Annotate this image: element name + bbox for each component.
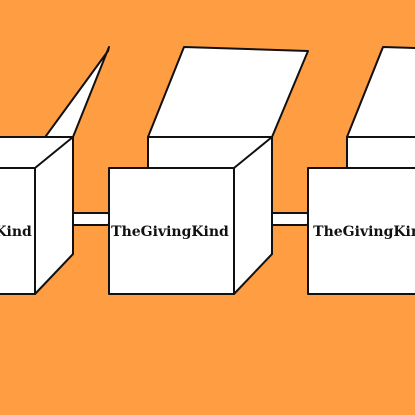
box-front-panel (0, 167, 36, 295)
gift-box-1: TheGivingKind (0, 46, 110, 295)
gift-box-2: TheGivingKind (108, 46, 309, 295)
box-brand-label: TheGivingKind (313, 224, 415, 240)
box-front-panel (108, 167, 235, 295)
box-brand-label: TheGivingKind (111, 224, 229, 240)
box-lid (147, 46, 309, 138)
box-lid (346, 46, 415, 138)
box-brand-label: TheGivingKind (0, 224, 32, 240)
box-front-panel (307, 167, 415, 295)
gift-box-3: TheGivingKind (307, 46, 415, 295)
box-lid (42, 46, 110, 141)
